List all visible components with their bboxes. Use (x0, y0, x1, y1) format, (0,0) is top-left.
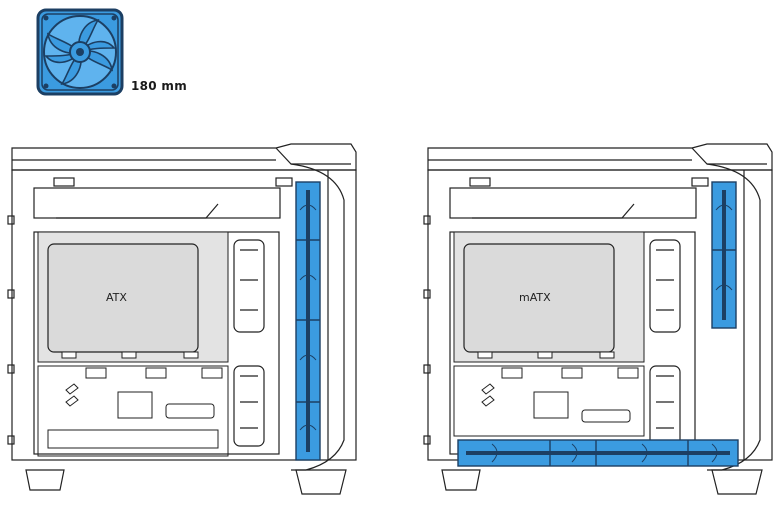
case-outline-drawing (423, 143, 773, 495)
board-label-matx: mATX (519, 291, 551, 304)
bottom-fan-row (457, 439, 739, 467)
case-diagram-matx: mATX (422, 140, 774, 505)
front-fan-stack (711, 181, 737, 329)
fan-size-label: 180 mm (131, 79, 188, 93)
case-diagram-atx: ATX (6, 140, 358, 505)
front-fan-stack (295, 181, 321, 461)
fan-icon (36, 8, 124, 96)
case-outline-drawing (7, 143, 357, 495)
board-label-atx: ATX (106, 291, 127, 304)
